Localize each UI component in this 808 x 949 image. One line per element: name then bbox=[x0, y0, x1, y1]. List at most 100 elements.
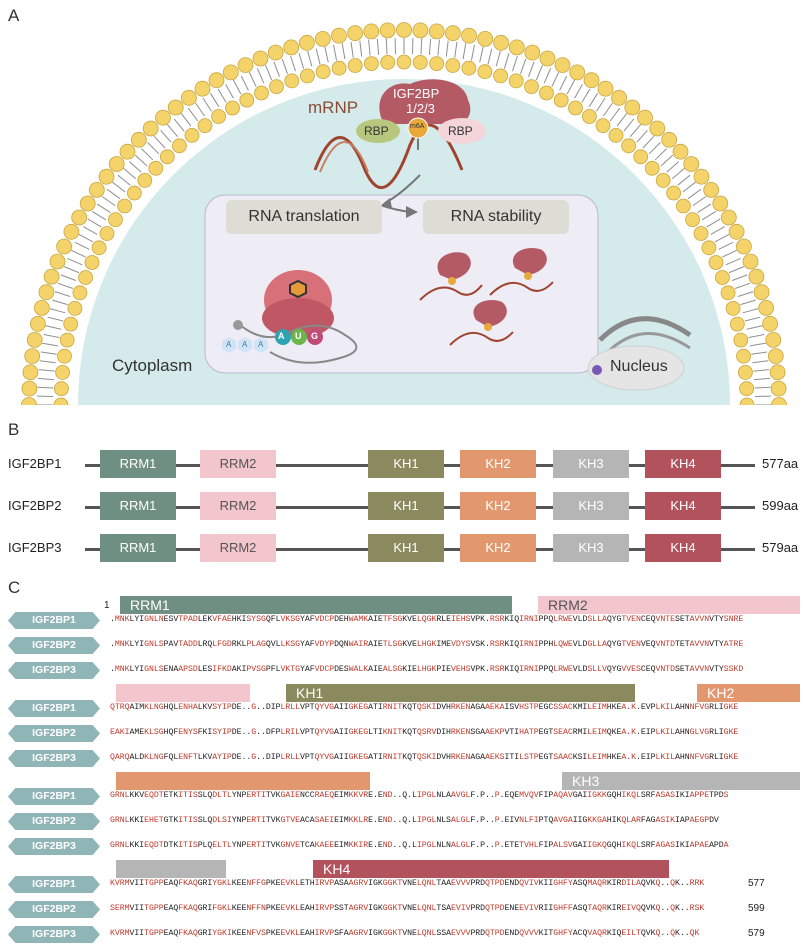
lipid-tail bbox=[147, 142, 160, 155]
lipid-head-outer bbox=[252, 50, 269, 67]
lipid-head-outer bbox=[493, 34, 510, 51]
sequence-domain-bar: RRM2 bbox=[538, 596, 800, 614]
lipid-head-outer bbox=[167, 99, 184, 116]
lipid-head-outer bbox=[98, 168, 115, 185]
lipid-tail bbox=[642, 135, 655, 149]
sequence-domain-bar: KH3 bbox=[562, 772, 800, 790]
lipid-head-outer bbox=[428, 23, 445, 40]
lipid-head-inner bbox=[524, 79, 539, 94]
sequence-protein-tag: IGF2BP2 bbox=[8, 725, 100, 742]
lipid-head-outer bbox=[56, 238, 72, 255]
rbp-left-label: RBP bbox=[364, 124, 389, 138]
codon-a: A bbox=[278, 331, 285, 341]
domain-kh2: KH2 bbox=[460, 450, 536, 478]
mrnp-rna-2 bbox=[319, 141, 369, 173]
lipid-tail bbox=[551, 71, 560, 87]
lipid-tail bbox=[273, 61, 280, 77]
cell-illustration bbox=[21, 22, 787, 405]
lipid-head-inner bbox=[53, 397, 69, 405]
lipid-tail bbox=[454, 41, 458, 58]
lipid-head-inner bbox=[676, 198, 691, 214]
sequence-domain-bar bbox=[116, 684, 250, 702]
sequence-protein-tag: IGF2BP1 bbox=[8, 700, 100, 717]
lipid-tail bbox=[173, 118, 185, 132]
lipid-tail bbox=[470, 44, 475, 61]
lipid-tail bbox=[39, 360, 56, 364]
rbp-right-label: RBP bbox=[448, 124, 473, 138]
lipid-tail bbox=[636, 129, 648, 143]
lipid-tail bbox=[710, 226, 725, 235]
lipid-head-outer bbox=[477, 31, 494, 47]
lipid-tail bbox=[687, 188, 702, 200]
lipid-head-outer bbox=[412, 22, 429, 39]
lipid-head-inner bbox=[493, 68, 509, 84]
sequence-domain-bar: KH4 bbox=[313, 860, 669, 878]
sequence-end-number: 579 bbox=[748, 928, 765, 939]
lipid-head-inner bbox=[412, 55, 428, 70]
lipid-head-inner bbox=[608, 127, 624, 143]
er-membrane bbox=[598, 316, 692, 342]
lipid-head-inner bbox=[72, 285, 88, 301]
rna-translation-label: RNA translation bbox=[226, 200, 382, 234]
protein-length: 579aa bbox=[762, 540, 799, 555]
mrnp-label: mRNP bbox=[308, 98, 359, 117]
protein-length: 577aa bbox=[762, 456, 799, 471]
domain-kh4: KH4 bbox=[645, 492, 721, 520]
lipid-head-outer bbox=[753, 284, 770, 301]
sequence-text: QARQALDKLNGFQLENFTLKVAYIPDE..G..DIPLRLLV… bbox=[110, 753, 739, 762]
lipid-tail bbox=[479, 46, 484, 63]
lipid-head-inner bbox=[63, 316, 79, 332]
lipid-head-outer bbox=[693, 168, 710, 185]
lipid-tail bbox=[732, 274, 748, 281]
nucleus-shape bbox=[587, 345, 685, 391]
lipid-head-inner bbox=[666, 185, 681, 201]
mrna-cap bbox=[233, 320, 243, 330]
lipid-tail bbox=[602, 102, 613, 117]
lipid-head-outer bbox=[237, 57, 254, 73]
lipid-head-inner bbox=[736, 348, 751, 364]
lipid-head-inner bbox=[126, 185, 142, 201]
domain-rrm1: RRM1 bbox=[100, 450, 176, 478]
lipid-head-outer bbox=[379, 22, 396, 39]
lipid-tail bbox=[83, 226, 98, 235]
lipid-tail bbox=[692, 196, 707, 207]
lipid-tail bbox=[728, 266, 745, 274]
lipid-tail bbox=[307, 50, 313, 67]
lipid-head-outer bbox=[24, 348, 41, 365]
domain-rrm2: RRM2 bbox=[200, 492, 276, 520]
lipid-head-outer bbox=[142, 120, 159, 137]
lipid-tail bbox=[718, 241, 734, 250]
lipid-tail bbox=[202, 97, 213, 112]
lipid-head-outer bbox=[208, 72, 225, 89]
lipid-head-outer bbox=[43, 268, 60, 285]
lipid-tail bbox=[91, 210, 107, 221]
lipid-tail bbox=[754, 377, 771, 381]
lipid-head-inner bbox=[621, 138, 636, 154]
lipid-head-outer bbox=[611, 89, 627, 106]
lipid-head-outer bbox=[267, 44, 284, 61]
lipid-tail bbox=[654, 148, 667, 161]
membrane-inner-heads bbox=[53, 54, 755, 405]
domain-rrm1: RRM1 bbox=[100, 534, 176, 562]
sequence-domain-bar bbox=[116, 860, 226, 878]
lipid-tail bbox=[225, 84, 234, 99]
polya-3: A bbox=[258, 340, 264, 349]
sequence-protein-tag: IGF2BP2 bbox=[8, 901, 100, 918]
lipid-head-outer bbox=[767, 348, 784, 365]
lipid-tail bbox=[445, 40, 449, 57]
lipid-head-inner bbox=[269, 79, 284, 94]
lipid-tail bbox=[333, 44, 338, 61]
igf2bp-protein-shape bbox=[379, 79, 471, 124]
sequence-domain-bar: KH1 bbox=[286, 684, 635, 702]
sequence-domain-bar bbox=[116, 772, 370, 790]
lipid-head-inner bbox=[738, 364, 753, 380]
lipid-head-outer bbox=[461, 27, 478, 44]
lipid-head-outer bbox=[180, 89, 197, 106]
lipid-head-inner bbox=[184, 127, 200, 143]
domain-kh2: KH2 bbox=[460, 534, 536, 562]
lipid-head-outer bbox=[71, 209, 88, 226]
lipid-tail bbox=[117, 174, 131, 186]
lipid-tail bbox=[512, 55, 518, 72]
lipid-tail bbox=[503, 53, 510, 69]
